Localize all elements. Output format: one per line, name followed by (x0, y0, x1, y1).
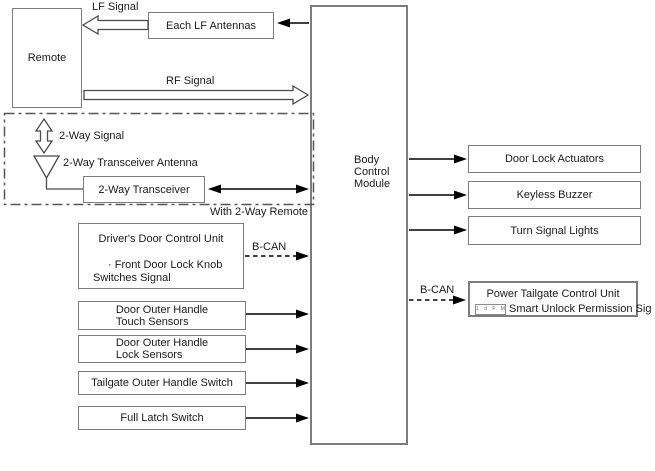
lf-signal-arrow (81, 14, 149, 36)
label-two-way-signal: 2-Way Signal (59, 130, 125, 142)
node-two-way-transceiver-label: 2-Way Transceiver (98, 183, 190, 196)
node-keyless-buzzer: Keyless Buzzer (468, 181, 641, 209)
node-full-latch-switch: Full Latch Switch (78, 406, 246, 430)
ddcu-title: Driver's Door Control Unit (98, 233, 224, 245)
node-body-control-module-label: Body Control Module (354, 154, 391, 190)
node-each-lf-antennas: Each LF Antennas (148, 12, 274, 39)
node-door-outer-handle-lock-sensors: Door Outer Handle Lock Sensors (78, 335, 246, 363)
node-drivers-door-control-unit: Driver's Door Control Unit · Front Door … (78, 223, 244, 289)
arrow-bcm-to-door-lock-actuators (409, 154, 467, 164)
rf-signal-arrow (83, 84, 310, 106)
label-two-way-transceiver-antenna: 2-Way Transceiver Antenna (63, 157, 198, 169)
arrow-full-latch-to-bcm (246, 413, 309, 423)
ddcu-bullet-line1: · Front Door Lock Knob (108, 259, 223, 271)
node-tailgate-outer-handle-switch: Tailgate Outer Handle Switch (78, 371, 246, 395)
ptcu-title: Power Tailgate Control Unit (486, 288, 620, 300)
arrow-bcm-to-lf-antennas (277, 18, 309, 28)
node-two-way-transceiver: 2-Way Transceiver (83, 176, 205, 203)
label-lf-signal: LF Signal (92, 1, 139, 13)
signal-badge-icon: 1 d F M (475, 303, 506, 315)
node-door-lock-actuators: Door Lock Actuators (468, 145, 641, 173)
arrow-tailgate-switch-to-bcm (246, 378, 309, 388)
node-each-lf-antennas-label: Each LF Antennas (166, 19, 256, 32)
node-door-outer-handle-touch-sensors: Door Outer Handle Touch Sensors (78, 301, 246, 330)
arrow-bcm-bcan-power-tailgate (409, 295, 466, 305)
node-remote: Remote (12, 8, 82, 108)
arrow-touch-sensors-to-bcm (246, 309, 309, 319)
node-remote-label: Remote (27, 52, 67, 64)
arrow-lock-sensors-to-bcm (246, 344, 309, 354)
arrow-bcm-to-turn-signal-lights (409, 225, 467, 235)
label-with-two-way-remote: With 2-Way Remote (210, 206, 309, 218)
arrow-bcm-to-keyless-buzzer (409, 190, 467, 200)
arrow-transceiver-bcm-bidirectional (208, 184, 309, 194)
label-b-can-bottom: B-CAN (420, 284, 455, 296)
ddcu-bullet-line2: Switches Signal (93, 272, 171, 284)
node-power-tailgate-control-unit: Power Tailgate Control Unit 1 d F M Smar… (468, 281, 651, 317)
label-b-can-top: B-CAN (252, 241, 287, 253)
node-turn-signal-lights: Turn Signal Lights (468, 216, 641, 245)
ptcu-signal-label: Smart Unlock Permission Sig (509, 303, 652, 315)
node-body-control-module: Body Control Module (310, 5, 408, 445)
two-way-signal-arrow (34, 117, 54, 155)
label-rf-signal: RF Signal (166, 75, 215, 87)
